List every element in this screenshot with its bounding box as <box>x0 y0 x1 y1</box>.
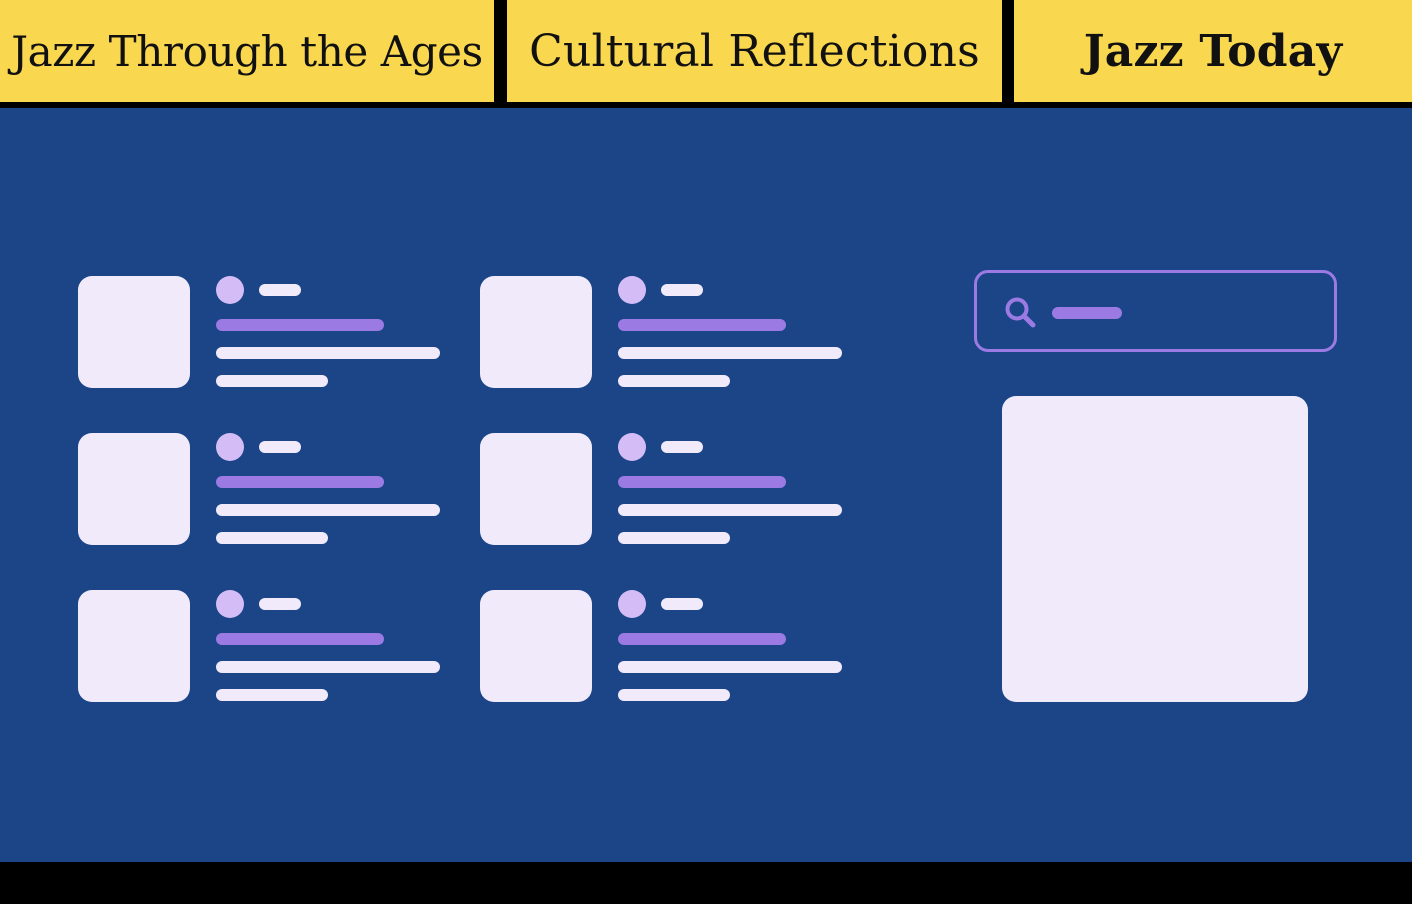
tag-placeholder <box>259 441 301 453</box>
search-input[interactable] <box>974 270 1337 352</box>
text-placeholder <box>216 661 440 673</box>
tag-placeholder <box>661 284 703 296</box>
search-placeholder <box>1052 307 1122 319</box>
featured-image-card[interactable] <box>1002 396 1308 702</box>
tag-placeholder <box>259 284 301 296</box>
tag-placeholder <box>661 441 703 453</box>
list-item[interactable] <box>78 433 448 545</box>
title-placeholder <box>216 319 384 331</box>
list-item[interactable] <box>480 433 850 545</box>
text-placeholder <box>618 504 842 516</box>
avatar <box>216 590 244 618</box>
footer <box>0 862 1412 904</box>
title-placeholder <box>216 633 384 645</box>
list-item[interactable] <box>78 276 448 388</box>
text-placeholder <box>618 375 730 387</box>
text-placeholder <box>216 689 328 701</box>
avatar <box>618 433 646 461</box>
title-placeholder <box>618 476 786 488</box>
text-placeholder <box>618 532 730 544</box>
tab-bar: Jazz Through the Ages Cultural Reflectio… <box>0 0 1412 108</box>
tab-cultural-reflections[interactable]: Cultural Reflections <box>507 0 1002 102</box>
title-placeholder <box>216 476 384 488</box>
list-item[interactable] <box>480 276 850 388</box>
text-placeholder <box>618 661 842 673</box>
thumbnail-image <box>480 590 592 702</box>
list-item[interactable] <box>480 590 850 702</box>
text-placeholder <box>216 375 328 387</box>
text-placeholder <box>216 504 440 516</box>
thumbnail-image <box>480 276 592 388</box>
thumbnail-image <box>78 433 190 545</box>
avatar <box>618 590 646 618</box>
search-icon <box>1005 297 1036 328</box>
thumbnail-image <box>480 433 592 545</box>
text-placeholder <box>618 347 842 359</box>
text-placeholder <box>618 689 730 701</box>
main-content <box>0 108 1412 862</box>
thumbnail-image <box>78 590 190 702</box>
text-placeholder <box>216 532 328 544</box>
tag-placeholder <box>259 598 301 610</box>
list-item[interactable] <box>78 590 448 702</box>
avatar <box>216 433 244 461</box>
title-placeholder <box>618 633 786 645</box>
tab-jazz-through-the-ages[interactable]: Jazz Through the Ages <box>0 0 494 102</box>
thumbnail-image <box>78 276 190 388</box>
text-placeholder <box>216 347 440 359</box>
avatar <box>216 276 244 304</box>
avatar <box>618 276 646 304</box>
tag-placeholder <box>661 598 703 610</box>
tab-jazz-today[interactable]: Jazz Today <box>1014 0 1412 102</box>
title-placeholder <box>618 319 786 331</box>
